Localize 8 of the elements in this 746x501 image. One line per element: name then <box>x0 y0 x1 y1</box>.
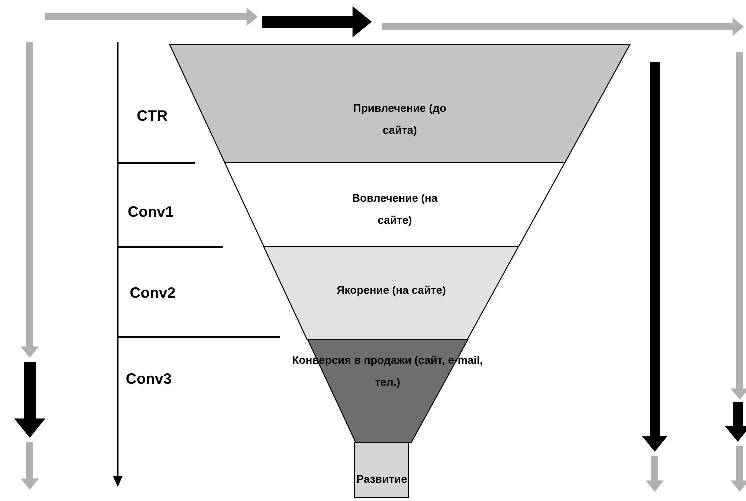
stage-label: Привлечение (до сайта) <box>352 102 448 140</box>
conversion-label: Conv2 <box>130 285 176 302</box>
stage-label: Якорение (на сайте) <box>336 284 447 299</box>
stage-label: Развитие <box>356 473 408 487</box>
conversion-label: Conv3 <box>126 371 172 388</box>
conversion-label: CTR <box>137 108 168 125</box>
conversion-label: Conv1 <box>128 204 174 221</box>
stage-label: Вовлечение (на сайте) <box>351 192 439 230</box>
